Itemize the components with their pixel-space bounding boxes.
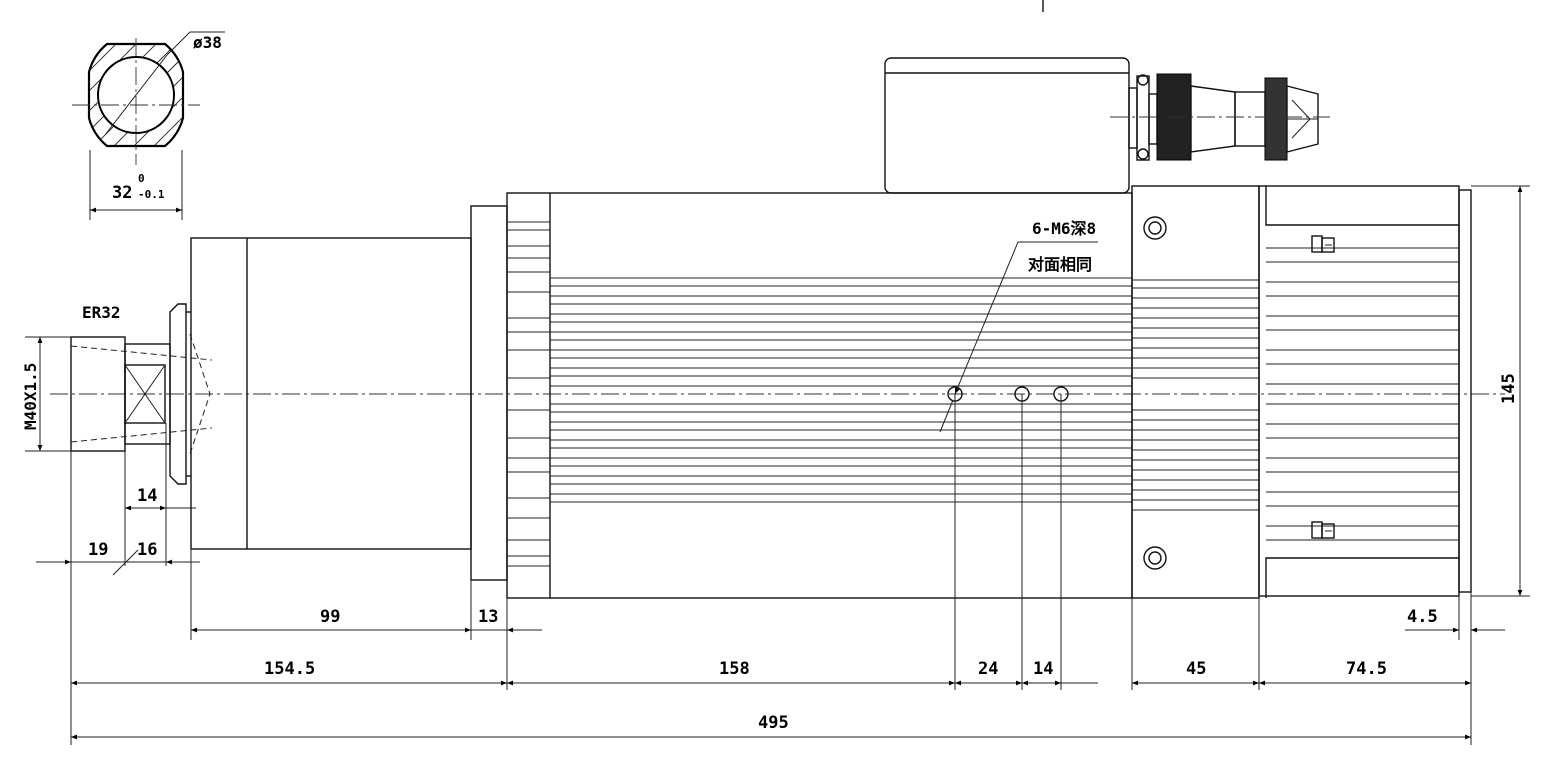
dim-74-5: 74.5 xyxy=(1346,659,1387,679)
rear-bearing-cap xyxy=(1131,185,1260,599)
diameter-label: ø38 xyxy=(193,33,222,52)
collet-label: ER32 xyxy=(82,303,121,322)
dim-495: 495 xyxy=(758,713,789,733)
dim-16: 16 xyxy=(137,540,157,560)
dim-24: 24 xyxy=(978,659,998,679)
dim-99: 99 xyxy=(320,607,340,627)
flat-width-label: 32 xyxy=(112,183,132,203)
tolerance-lower: -0.1 xyxy=(138,188,165,201)
motor-body xyxy=(506,192,1133,599)
dim-13: 13 xyxy=(478,607,498,627)
fan-cover-slots xyxy=(1266,247,1459,541)
mounting-flange xyxy=(470,205,508,581)
motor-side-view: 6-M6深8 对面相同 xyxy=(50,0,1505,690)
aviation-connector xyxy=(1110,73,1330,161)
thread-label: M40X1.5 xyxy=(21,363,40,430)
hole-spec-label: 6-M6深8 xyxy=(1032,219,1096,238)
dim-19: 19 xyxy=(88,540,108,560)
junction-box xyxy=(884,57,1130,194)
dimensions: 14 19 16 99 13 154.5 158 24 14 45 74 xyxy=(36,185,1530,745)
dim-14-holes: 14 xyxy=(1033,659,1053,679)
front-fins xyxy=(507,221,550,567)
dim-158: 158 xyxy=(719,659,750,679)
dim-154-5: 154.5 xyxy=(264,659,315,679)
hole-note-label: 对面相同 xyxy=(1028,255,1092,274)
shaft-section-view: ø38 32 0 -0.1 xyxy=(72,31,225,220)
front-housing xyxy=(190,237,472,550)
dim-145: 145 xyxy=(1499,373,1519,404)
dim-4-5: 4.5 xyxy=(1407,607,1438,627)
tolerance-upper: 0 xyxy=(138,172,145,185)
dim-45: 45 xyxy=(1186,659,1206,679)
body-fins xyxy=(550,277,1132,503)
dim-14-nose: 14 xyxy=(137,486,157,506)
